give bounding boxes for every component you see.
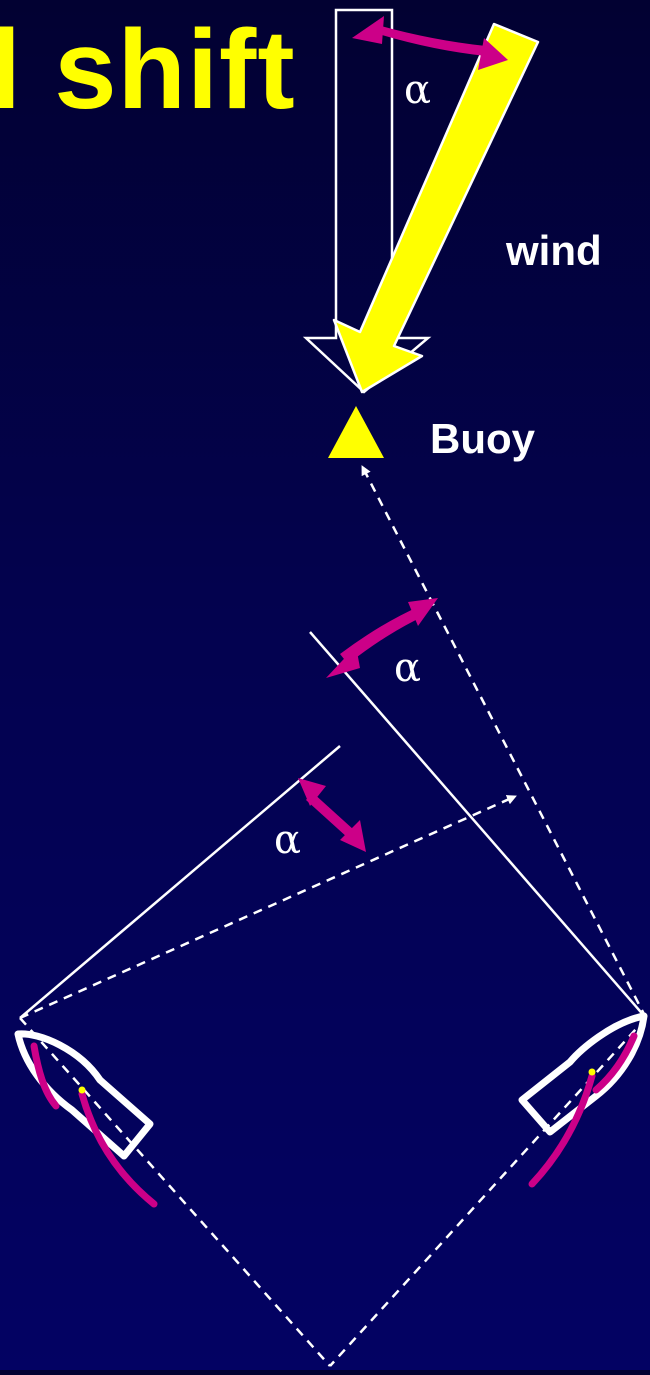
buoy-label: Buoy	[430, 415, 535, 462]
alpha-label-lower: α	[274, 817, 302, 863]
alpha-label-middle: α	[394, 645, 422, 691]
wind-label: wind	[506, 227, 602, 274]
middle-angle-arrow	[326, 598, 438, 678]
top-angle-arrow	[352, 16, 508, 70]
alpha-label-top: α	[404, 67, 432, 113]
page-title: l shift	[0, 7, 296, 132]
lower-angle-arrow	[298, 778, 366, 852]
shifted-wind-arrow	[332, 22, 540, 394]
boat-left	[14, 1030, 158, 1208]
course-lines-solid	[19, 631, 647, 1019]
boat-right	[518, 1012, 648, 1188]
course-lines-dashed	[19, 465, 648, 1367]
buoy-triangle	[328, 406, 384, 458]
